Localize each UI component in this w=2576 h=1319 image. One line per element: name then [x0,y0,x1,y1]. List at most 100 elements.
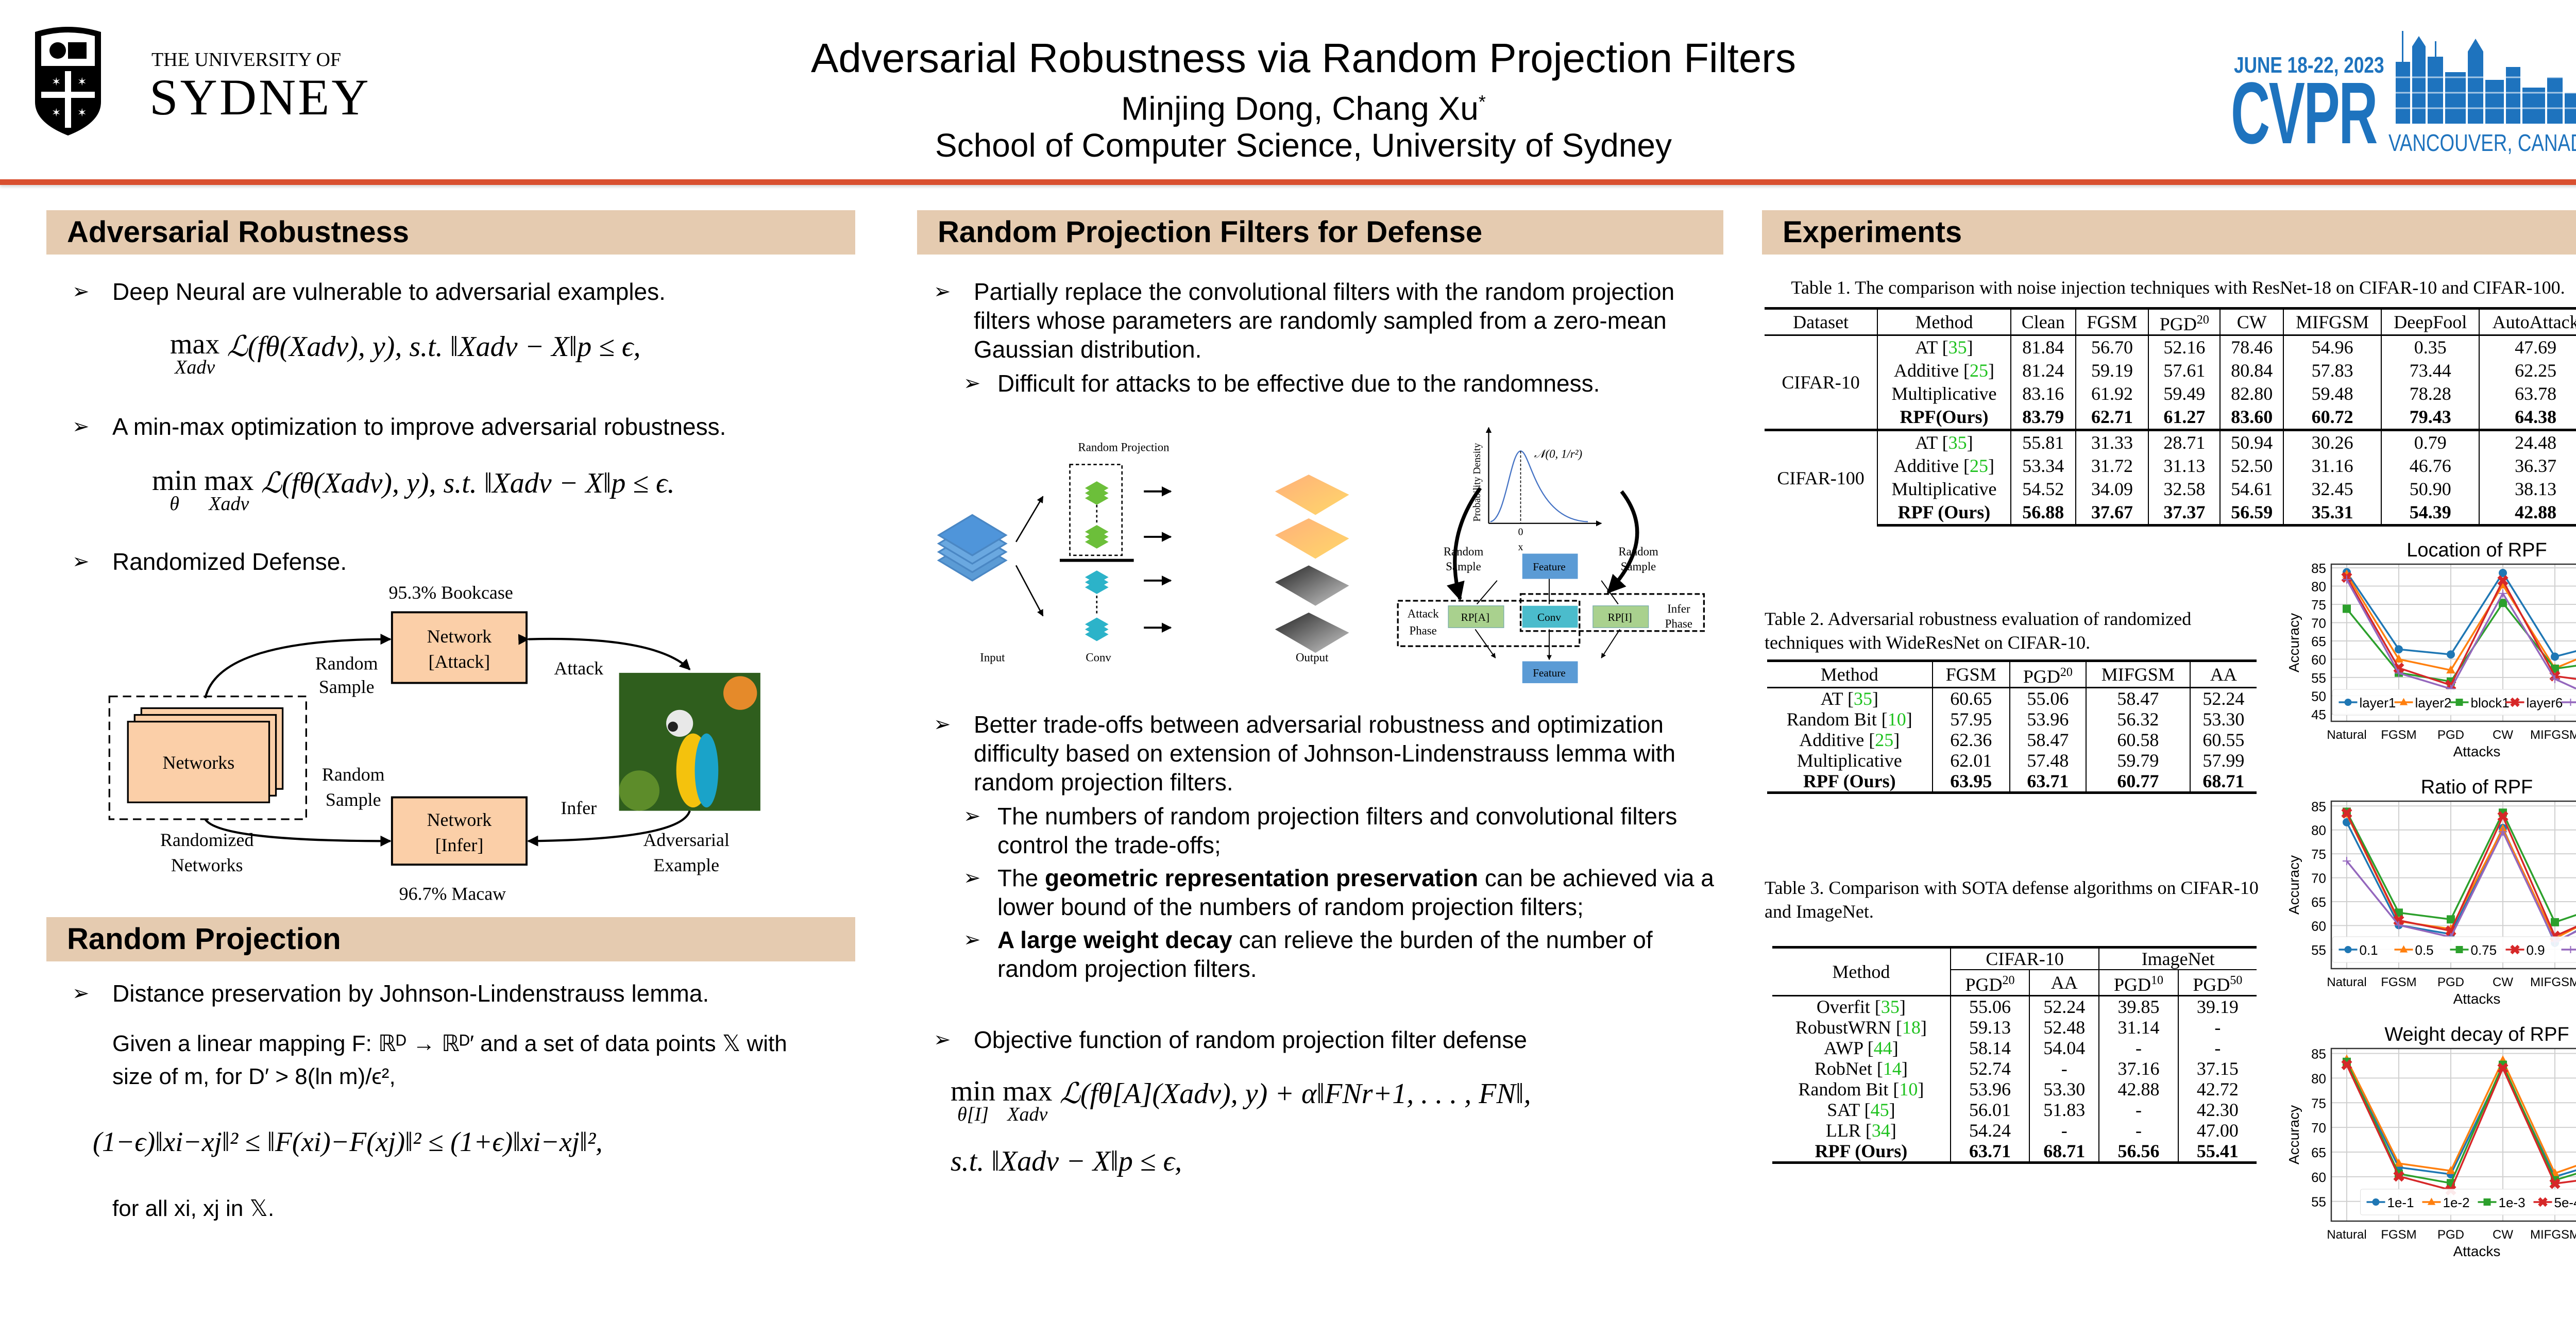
citation: 14 [1883,1058,1902,1079]
value-cell: 42.88 [2479,501,2576,527]
label: Infer [561,798,597,818]
networks-box [127,720,270,803]
column-header: PGD50 [2177,970,2257,996]
given-text-1: Given a linear mapping F: ℝᴰ → ℝᴰ′ and a… [112,1031,787,1056]
marker-circle [2372,1198,2380,1206]
y-axis-label: Accuracy [2286,1105,2302,1164]
formula-jl: (1−ϵ)‖xi−xj‖² ≤ ‖F(xi)−F(xj)‖² ≤ (1+ϵ)‖x… [93,1126,603,1157]
column-header: PGD20 [2009,660,2086,688]
column-header: PGD20 [1950,970,2030,996]
op-sub: Xadv [209,493,249,515]
infer-phase-box [1519,593,1705,632]
method-name: AT [1915,432,1942,453]
x-tick-label: MIFGSM [2530,975,2576,989]
bullet-objective: Objective function of random projection … [934,1025,1706,1054]
value-cell: 24.48 [2479,429,2576,454]
method-cell: Multiplicative [1767,750,1933,771]
axis-label: Probability Density [1472,443,1483,522]
citation: 34 [1871,1120,1890,1141]
svg-text:✶: ✶ [52,75,61,88]
corresponding-mark: * [1478,91,1486,112]
op-sub: Xadv [1007,1104,1048,1125]
column-header: Method [1767,660,1933,688]
value-cell: 53.30 [2189,709,2257,730]
series-line [2346,1058,2576,1175]
method-cell: Random Bit [10] [1798,1079,1924,1100]
value-cell: 52.24 [2029,995,2099,1017]
method-name: RobustWRN [1795,1017,1896,1038]
conf-location: VANCOUVER, CANADA [2388,129,2576,156]
value-cell: 51.83 [2029,1100,2099,1120]
value-cell: 54.24 [1950,1120,2030,1141]
text: can relieve the burden of the number of … [997,926,1653,982]
value-cell: 54.52 [2010,478,2076,501]
formula-constraint: s.t. ‖Xadv − X‖p ≤ ϵ, [951,1145,1182,1177]
series-layer14 [2343,575,2576,693]
label: Networks [163,752,235,773]
label: Adversarial [643,830,730,850]
method-name: Random Bit [1798,1079,1893,1100]
value-cell: 56.01 [1950,1100,2030,1120]
value-cell: 39.19 [2177,995,2257,1017]
label: Random Projection [1078,441,1170,453]
bullet-difficult-attacks: Difficult for attacks to be effective du… [963,369,1710,398]
legend-label: 1e-3 [2499,1195,2526,1210]
value-cell: 62.25 [2479,359,2576,382]
y-tick-label: 70 [2311,1120,2326,1136]
value-cell: 53.34 [2010,454,2076,478]
value-cell: 50.94 [2219,429,2284,454]
value-cell: 57.61 [2148,359,2221,382]
method-name: LLR [1825,1120,1866,1141]
label: Random [322,764,385,785]
value-cell: 52.50 [2219,454,2284,478]
value-cell: 59.13 [1950,1017,2030,1038]
poster-title: Adversarial Robustness via Random Projec… [811,35,1796,81]
series-line [2346,573,2576,671]
bullet-better-tradeoffs: Better trade-offs between adversarial ro… [934,710,1706,797]
y-tick-label: 60 [2311,652,2326,667]
citation: 25 [1969,360,1988,381]
method-name: AT [1820,688,1848,709]
group-header: CIFAR-10 [1950,946,2099,970]
y-axis-label: Accuracy [2286,855,2302,915]
value-cell: 63.95 [1931,771,2010,794]
value-cell: 53.96 [2009,709,2086,730]
randomized-defense-diagram: 95.3% Bookcase Network [Attack] Random S… [108,582,760,904]
value-cell: 81.84 [2010,335,2076,359]
value-cell: 68.71 [2189,771,2257,794]
value-cell: 55.06 [2009,687,2086,709]
value-cell: 39.85 [2098,995,2178,1017]
method-cell: SAT [45] [1827,1100,1895,1120]
formula-body: ℒ(fθ(Xadv), y), s.t. ‖Xadv − X‖p ≤ ϵ, [227,331,641,363]
marker-x [2497,1062,2509,1074]
y-tick-label: 75 [2311,847,2326,862]
citation: 25 [1875,730,1894,750]
legend-label: 1e-1 [2387,1195,2414,1210]
label: Attack [1408,607,1439,620]
series-line [2346,1061,2576,1185]
method-cell: AT [35] [1877,429,2011,454]
university-name: SYDNEY [149,69,371,126]
column-header: CW [2219,307,2284,336]
label: Feature [1533,561,1566,573]
top-result: 95.3% Bookcase [388,582,513,603]
value-cell: 57.83 [2283,359,2382,382]
op: min [152,465,197,497]
feature-out-box [1522,661,1578,683]
label: Conv [1537,611,1561,623]
value-cell: 0.79 [2381,429,2480,454]
marker-x [2393,662,2404,673]
marker-plus [2567,699,2574,706]
value-cell: 56.70 [2075,335,2149,359]
value-cell: 46.76 [2381,454,2480,478]
chart-title: Location of RPF [2406,539,2547,561]
value-cell: 62.01 [1931,750,2010,771]
x-tick-label: FGSM [2381,975,2416,989]
column-header: Dataset [1765,307,1878,336]
poster-authors: Minjing Dong, Chang Xu* [0,82,2576,128]
